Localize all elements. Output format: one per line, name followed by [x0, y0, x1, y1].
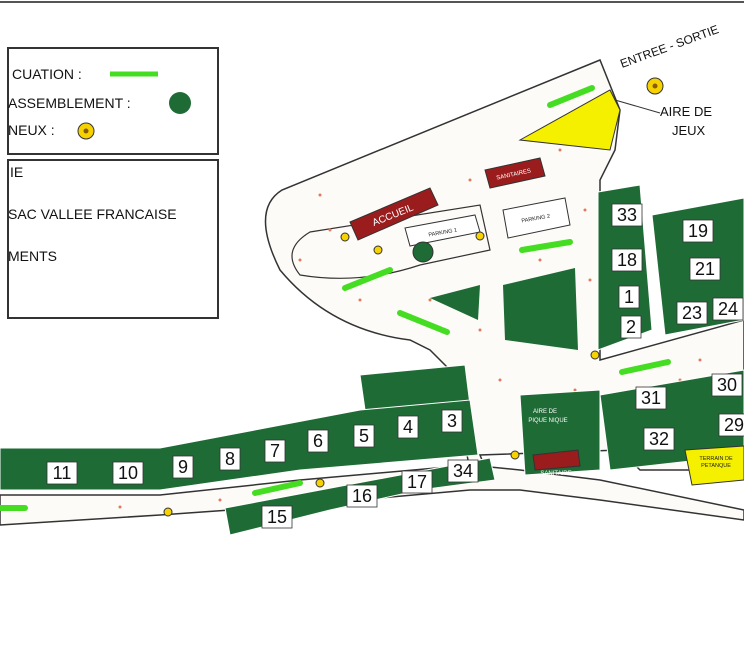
pitch-number: 30	[717, 375, 737, 395]
pitch-number: 24	[718, 299, 738, 319]
svg-text:PIQUE NIQUE: PIQUE NIQUE	[528, 418, 567, 424]
pitch-box	[401, 470, 433, 494]
pitch-box	[112, 461, 144, 485]
pitch-box	[46, 461, 78, 485]
svg-text:AIRE DE: AIRE DE	[533, 409, 557, 415]
info-line-3: MENTS	[8, 248, 57, 264]
pitch-number: 15	[267, 507, 287, 527]
svg-text:TERRAIN DE: TERRAIN DE	[699, 456, 733, 462]
pitch-number: 2	[626, 317, 636, 337]
sign-markers	[163, 231, 600, 517]
pitch-box	[682, 219, 714, 243]
pitch-number: 31	[641, 388, 661, 408]
pitch-box	[635, 386, 667, 410]
play-area-label-2: JEUX	[672, 123, 706, 138]
pitch-box	[676, 301, 708, 325]
pitch-number: 3	[447, 411, 457, 431]
play-area-label-1: AIRE DE	[660, 104, 712, 119]
legend-signs-label: NEUX :	[8, 122, 55, 138]
pitch-box	[346, 484, 378, 508]
pitch-number: 7	[270, 441, 280, 461]
svg-text:PARKING 1: PARKING 1	[428, 228, 458, 239]
pitch-number: 33	[617, 205, 637, 225]
legend-assembly-icon	[169, 92, 191, 114]
pitch-box	[718, 413, 744, 437]
pitch-box	[172, 455, 194, 479]
pitch-number: 11	[53, 463, 72, 483]
entrance-exit-label: ENTREE - SORTIE	[618, 22, 720, 71]
pitch-number: 19	[688, 221, 708, 241]
petanque-area: TERRAIN DE PETANQUE	[684, 445, 744, 486]
parking-2: PARKING 2	[502, 197, 571, 239]
assembly-point	[412, 241, 434, 263]
pitch-number: 8	[225, 449, 235, 469]
pitch-number: 5	[359, 426, 369, 446]
pitch-box	[264, 439, 286, 463]
pitch-number: 1	[624, 287, 634, 307]
pitch-box	[441, 409, 463, 433]
pitch-number: 16	[352, 486, 372, 506]
pitch-number: 17	[407, 472, 427, 492]
legend-assembly-label: ASSEMBLEMENT :	[8, 95, 131, 111]
pitch-box	[353, 424, 375, 448]
pitch-box	[611, 203, 643, 227]
pitch-box	[447, 459, 479, 483]
pitch-box	[711, 373, 743, 397]
pitch-box	[219, 447, 241, 471]
pitch-number: 4	[403, 417, 413, 437]
info-line-1: IE	[10, 164, 23, 180]
svg-text:PETANQUE: PETANQUE	[701, 463, 731, 469]
green-island-2	[503, 268, 578, 350]
pitch-box	[261, 505, 293, 529]
info-box: IE SAC VALLEE FRANCAISE MENTS	[7, 159, 219, 319]
play-area	[518, 89, 621, 151]
pitch-box	[643, 427, 675, 451]
pitch-number: 10	[118, 463, 138, 483]
pitch-box	[307, 429, 329, 453]
green-island-1	[430, 285, 480, 320]
pitch-number: 6	[313, 431, 323, 451]
info-line-2: SAC VALLEE FRANCAISE	[8, 206, 177, 222]
pitch-number: 29	[724, 415, 744, 435]
pitch-number: 9	[178, 457, 188, 477]
pitch-number: 23	[682, 303, 702, 323]
legend-box: CUATION : ASSEMBLEMENT : NEUX :	[7, 47, 219, 155]
pitch-box	[397, 415, 419, 439]
pitch-number: 21	[695, 259, 715, 279]
picnic-area: AIRE DE PIQUE NIQUE SANITAIRE	[519, 389, 601, 477]
sanitaires-top-building: SANITAIRES	[484, 157, 546, 189]
pitch-box	[611, 248, 643, 272]
pitch-box	[620, 315, 642, 339]
pitch-box	[689, 257, 721, 281]
pitch-number: 18	[617, 250, 637, 270]
pitch-number: 34	[453, 461, 473, 481]
pitch-box	[712, 297, 744, 321]
legend-evacuation-label: CUATION :	[12, 66, 82, 82]
pitch-number: 32	[649, 429, 669, 449]
svg-text:SANITAIRE: SANITAIRE	[540, 471, 571, 477]
pitch-box	[618, 285, 640, 309]
evacuation-arrows	[0, 85, 671, 511]
play-area-pointer	[614, 99, 661, 114]
svg-text:PARKING 2: PARKING 2	[521, 214, 551, 225]
